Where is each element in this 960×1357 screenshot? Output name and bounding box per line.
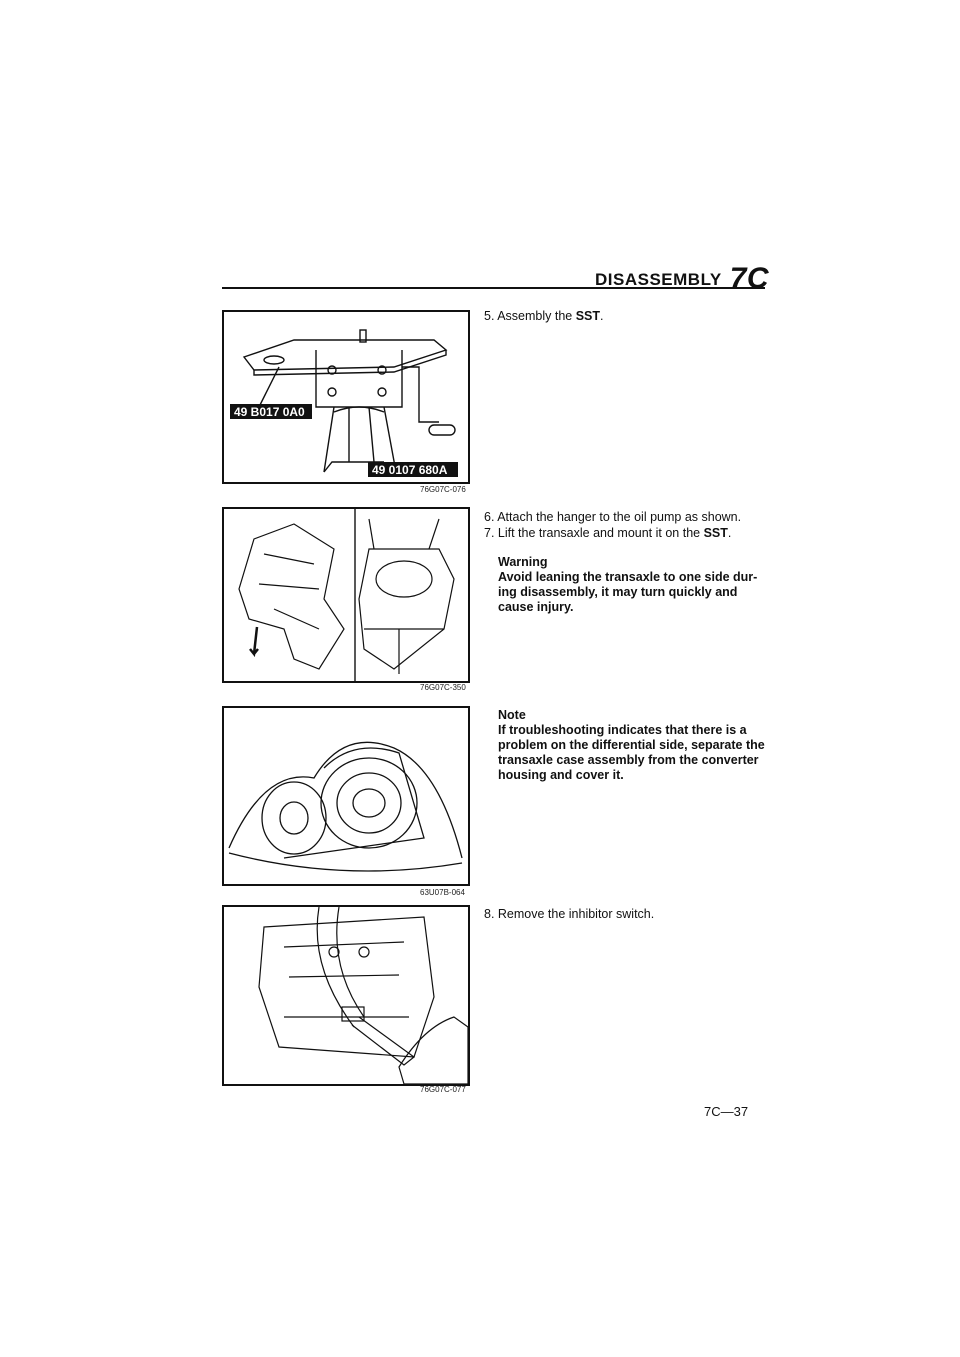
header-rule: [222, 287, 765, 289]
figure-hanger: [222, 507, 470, 683]
figure-cover: [222, 706, 470, 886]
warning-title: Warning: [498, 555, 548, 569]
figure-code-3: 63U07B-064: [420, 888, 465, 897]
hanger-illustration: [238, 509, 455, 681]
inhibitor-switch-illustration: [258, 907, 468, 1084]
warning-block: Warning Avoid leaning the transaxle to o…: [498, 555, 768, 615]
step-5-period: .: [600, 309, 604, 323]
note-title: Note: [498, 708, 526, 722]
step-7-period: .: [727, 526, 732, 540]
figure-code-4: 76G07C-077: [420, 1085, 466, 1094]
figure-code-1: 76G07C-076: [420, 485, 466, 494]
step-7-sst: SST: [703, 526, 728, 540]
figure-inhibitor-switch: [222, 905, 470, 1086]
page-header: DISASSEMBLY 7C: [595, 262, 769, 296]
warning-body: Avoid leaning the transaxle to one side …: [498, 570, 758, 614]
section-number: 7C: [729, 262, 770, 295]
note-body: If troubleshooting indicates that there …: [498, 723, 765, 782]
tool-label-2: 49 0107 680A: [368, 462, 458, 477]
tool-label-1: 49 B017 0A0: [230, 404, 312, 419]
page-number: 7C—37: [704, 1104, 749, 1119]
figure-sst-assembly: 49 B017 0A0 49 0107 680A: [222, 310, 470, 484]
cover-illustration: [228, 741, 463, 872]
step-7: 7. Lift the transaxle and mount it on th…: [484, 525, 731, 541]
sst-illustration: 49 B017 0A0 49 0107 680A: [230, 329, 458, 477]
step-5-text: 5. Assembly the: [484, 309, 576, 323]
tool-label-1-text: 49 B017 0A0: [234, 405, 305, 419]
step-5-sst: SST: [575, 309, 601, 323]
note-block: Note If troubleshooting indicates that t…: [498, 708, 768, 783]
header-title: DISASSEMBLY: [595, 270, 722, 289]
step-7-text: 7. Lift the transaxle and mount it on th…: [484, 526, 704, 540]
step-5: 5. Assembly the SST.: [484, 308, 604, 324]
tool-label-2-text: 49 0107 680A: [372, 463, 448, 477]
step-6: 6. Attach the hanger to the oil pump as …: [484, 510, 742, 524]
figure-code-2: 76G07C-350: [420, 683, 466, 692]
step-8: 8. Remove the inhibitor switch.: [484, 907, 655, 921]
